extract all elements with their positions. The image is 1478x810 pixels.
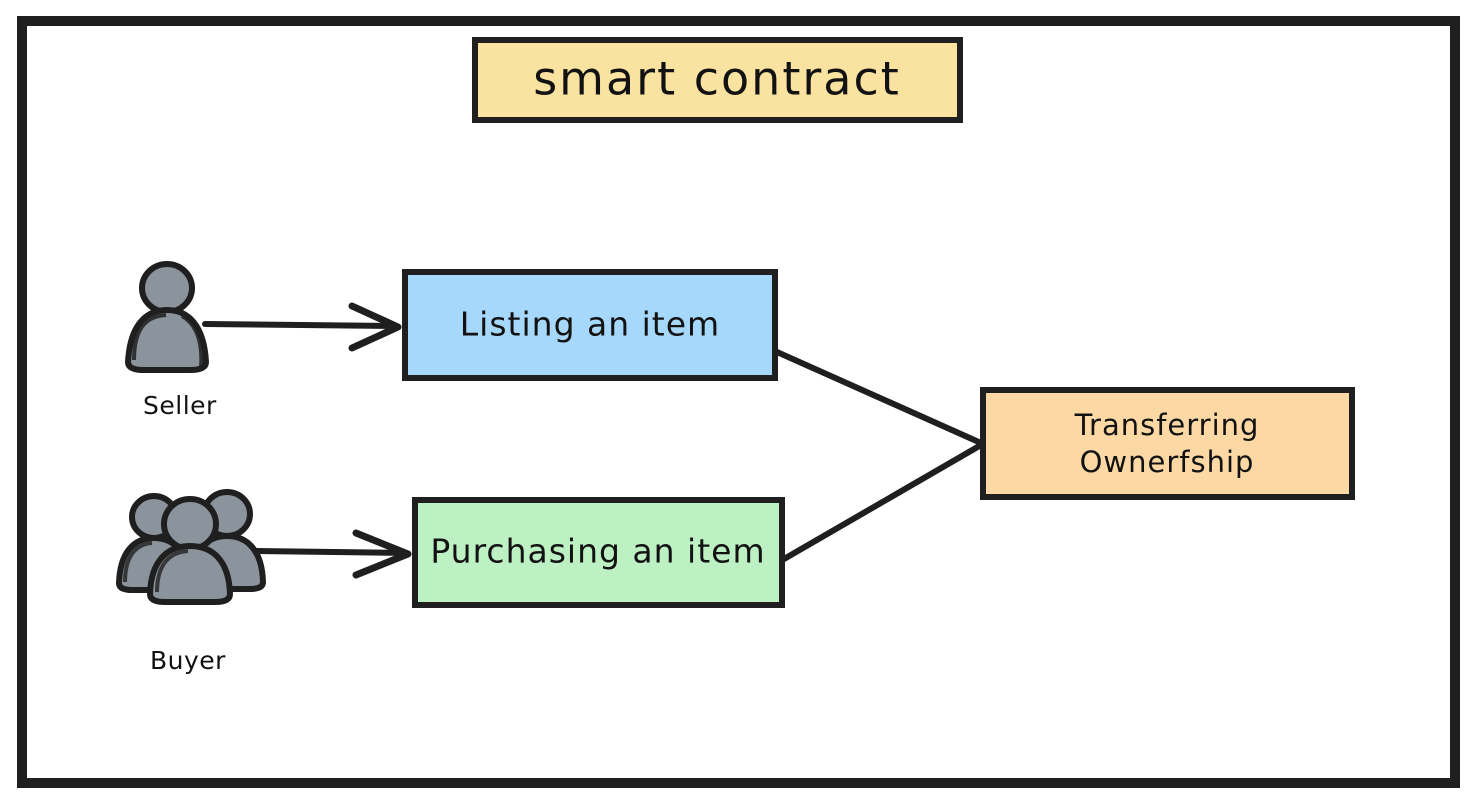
edge-listing-to-transferring bbox=[774, 349, 984, 446]
smart-contract-label: smart contract bbox=[533, 52, 901, 106]
node-purchasing-an-item[interactable]: Purchasing an item bbox=[412, 497, 785, 608]
smart-contract-box bbox=[472, 37, 963, 123]
node-listing-an-item[interactable]: Listing an item bbox=[402, 269, 778, 381]
listing-an-item-label: Listing an item bbox=[460, 305, 720, 344]
edge-seller-to-listing bbox=[202, 302, 402, 352]
transferring-ownership-box bbox=[980, 387, 1355, 500]
edge-purchasing-to-transferring bbox=[781, 442, 984, 562]
actor-buyer[interactable]: Buyer bbox=[115, 489, 267, 675]
seller-label: Seller bbox=[143, 391, 217, 420]
actor-seller[interactable]: Seller bbox=[124, 261, 217, 420]
listing-an-item-box bbox=[402, 269, 778, 381]
transferring-ownership-label-line1: Transferring bbox=[1074, 408, 1260, 442]
edge-buyer-to-purchasing-arrowhead bbox=[352, 529, 412, 579]
node-smart-contract[interactable]: smart contract bbox=[472, 37, 963, 123]
purchasing-an-item-box bbox=[412, 497, 785, 608]
edge-buyer-to-purchasing bbox=[253, 529, 412, 579]
edge-seller-to-listing-arrowhead bbox=[348, 302, 402, 352]
node-transferring-ownership[interactable]: Transferring Ownerfship bbox=[980, 387, 1355, 500]
diagram-frame bbox=[17, 16, 1460, 788]
transferring-ownership-label-line2: Ownerfship bbox=[1080, 445, 1255, 479]
people-group-icon bbox=[115, 489, 267, 605]
edge-seller-to-listing-line bbox=[202, 321, 399, 329]
person-icon bbox=[124, 261, 210, 373]
purchasing-an-item-label: Purchasing an item bbox=[430, 532, 765, 571]
buyer-label: Buyer bbox=[150, 646, 226, 675]
edge-buyer-to-purchasing-line bbox=[253, 548, 409, 556]
